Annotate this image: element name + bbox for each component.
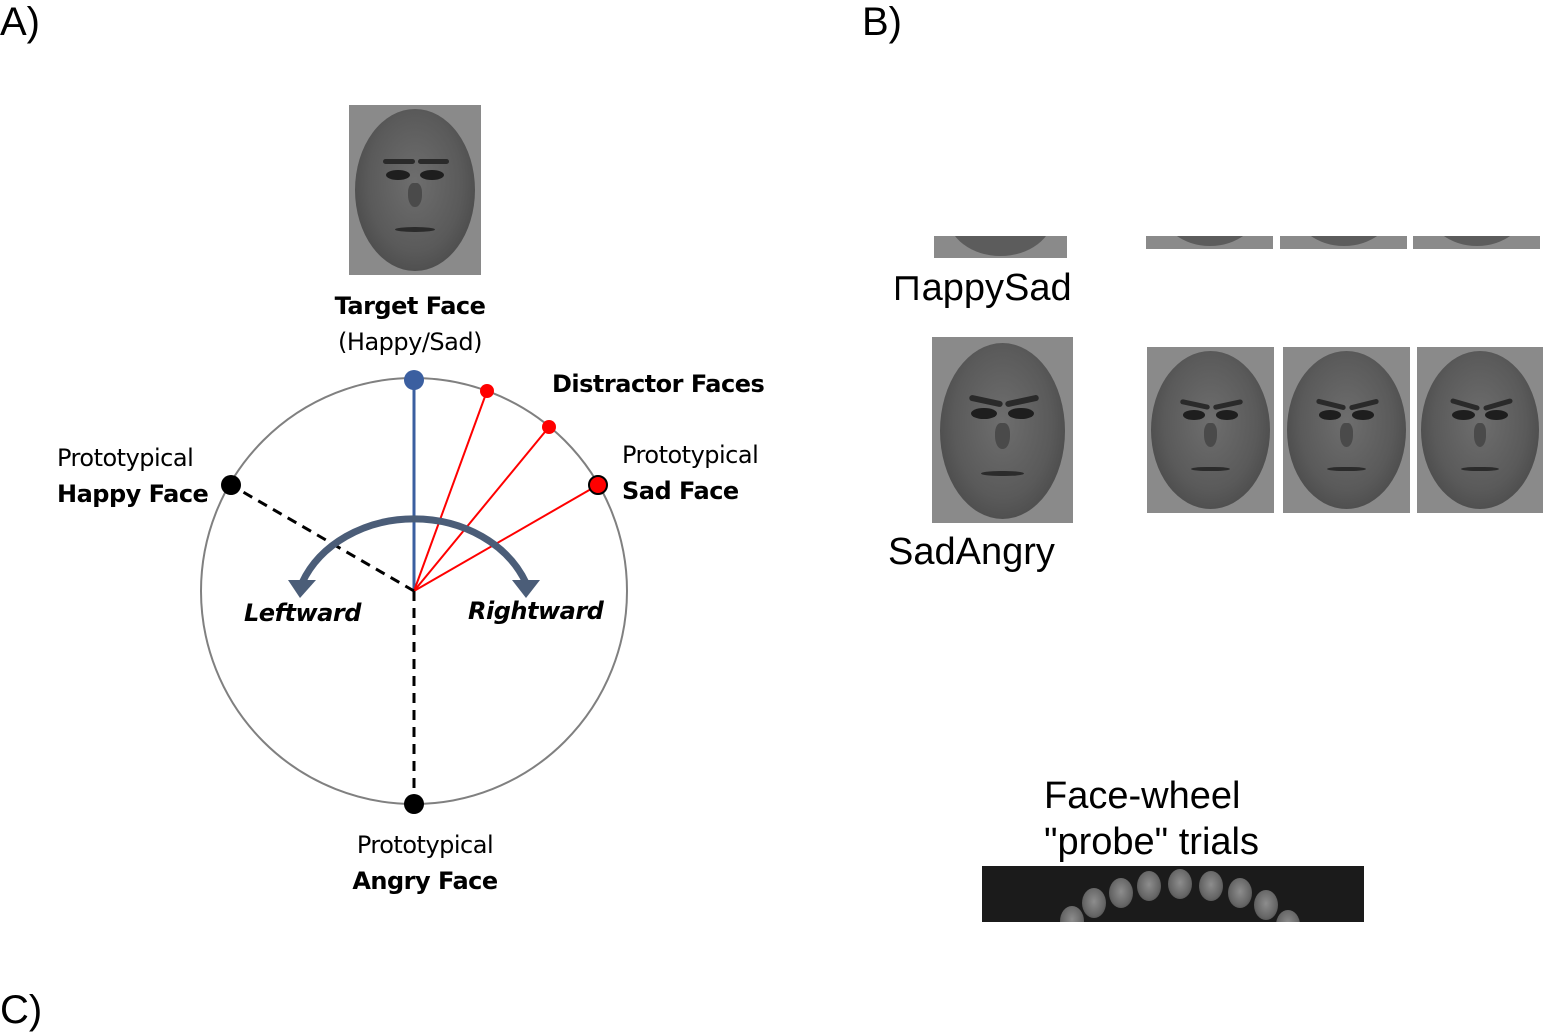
panel-label-c: C) [0, 988, 43, 1032]
probe-trial-image [982, 866, 1364, 922]
happysad-morph-crop-1 [1146, 236, 1273, 249]
target-dot [404, 370, 424, 390]
happy-face-label: Prototypical Happy Face [57, 440, 209, 512]
sadangry-label: SadAngry [888, 531, 1055, 573]
sadangry-morph-3 [1417, 347, 1543, 513]
distractor-line-2 [413, 426, 550, 592]
sad-face-dot [588, 475, 608, 495]
sadangry-morph-1 [1147, 347, 1274, 513]
probe-title-line2: "probe" trials [1044, 820, 1259, 863]
target-face-subtitle: (Happy/Sad) [338, 328, 482, 356]
sadangry-face-image [932, 337, 1073, 523]
panel-label-b: B) [862, 0, 902, 44]
angry-face-label-line1: Prototypical [356, 831, 494, 859]
left-arrowhead [288, 580, 316, 598]
leftward-label: Leftward [244, 599, 361, 627]
target-face-title: Target Face [334, 292, 486, 320]
sad-face-label-line2: Sad Face [622, 477, 739, 505]
angry-face-label: Prototypical Angry Face [315, 827, 535, 899]
happysad-morph-crop-3 [1413, 236, 1540, 249]
distractor-dot-2 [542, 420, 556, 434]
happysad-morph-crop-2 [1280, 236, 1407, 249]
target-face-label: Target Face (Happy/Sad) [300, 288, 520, 360]
happy-face-dot [221, 475, 241, 495]
distractor-dot-1 [480, 384, 494, 398]
sad-face-label-line1: Prototypical [622, 441, 759, 469]
rightward-label: Rightward [468, 597, 604, 625]
distractor-faces-label: Distractor Faces [552, 370, 765, 398]
happy-face-label-line2: Happy Face [57, 480, 209, 508]
happy-dashed-line [230, 483, 415, 593]
probe-title: Face-wheel "probe" trials [1044, 774, 1259, 865]
distractor-line-3 [413, 484, 599, 592]
angry-face-label-line2: Angry Face [352, 867, 498, 895]
probe-title-line1: Face-wheel [1044, 775, 1241, 817]
right-arrowhead [512, 580, 540, 598]
angry-face-dot [404, 794, 424, 814]
face-wheel-diagram [200, 370, 628, 814]
direction-arc [298, 515, 530, 585]
panel-label-a: A) [0, 0, 40, 44]
happysad-face-crop [934, 236, 1067, 258]
sad-face-label: Prototypical Sad Face [622, 437, 759, 509]
happysad-label: ⊓appySad [892, 267, 1072, 309]
distractor-line-1 [413, 390, 488, 592]
sadangry-morph-2 [1283, 347, 1410, 513]
happy-face-label-line1: Prototypical [57, 444, 194, 472]
target-face-image [349, 105, 481, 275]
